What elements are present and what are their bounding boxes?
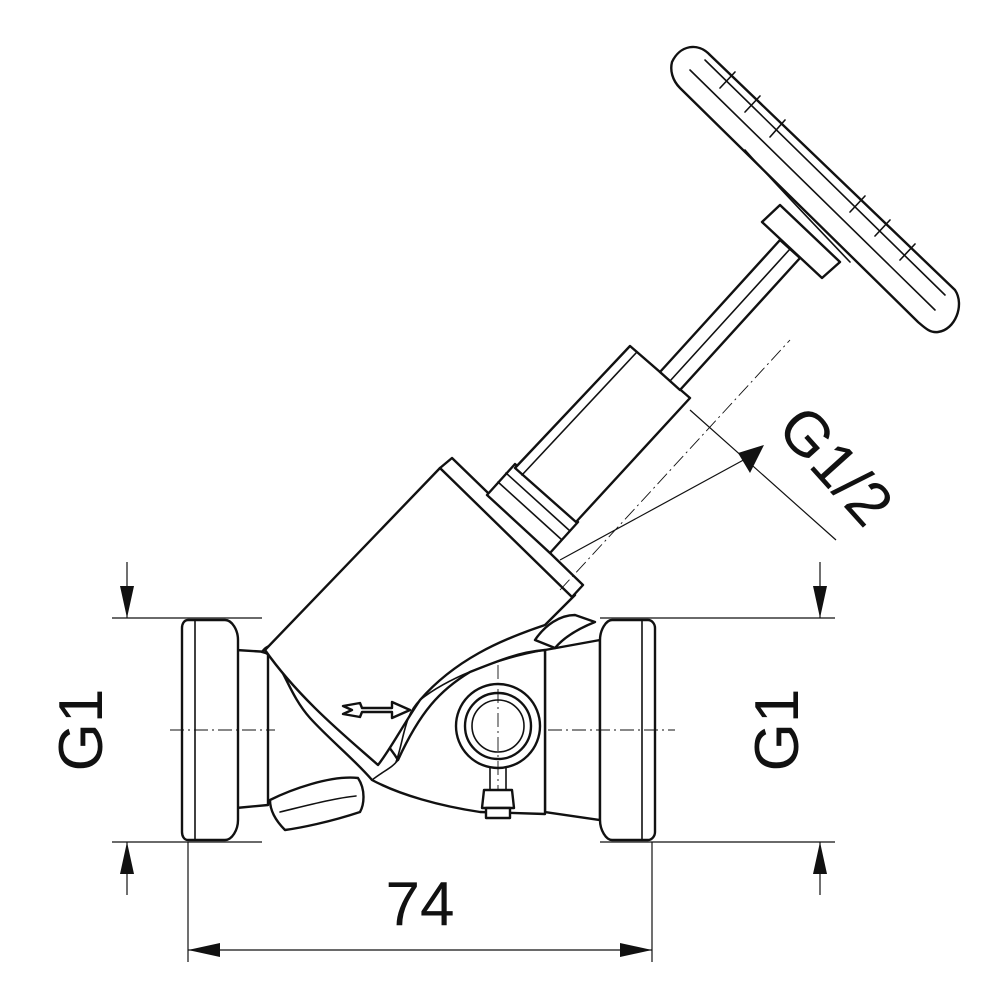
arrowhead-left-bottom <box>120 842 134 874</box>
dim-right-port: G1 <box>743 689 812 772</box>
centerlines <box>170 339 791 790</box>
dimension-arrowheads <box>120 445 827 957</box>
dim-bonnet-thread: G1/2 <box>765 393 906 539</box>
dim-left-port: G1 <box>47 689 116 772</box>
drain-plug <box>268 776 365 832</box>
arrowhead-right-top <box>813 586 827 618</box>
arrowhead-thread <box>738 445 764 473</box>
left-flange <box>180 618 240 842</box>
arrowhead-right-bottom <box>813 842 827 874</box>
handwheel <box>670 45 961 334</box>
dim-overall-length: 74 <box>386 870 455 939</box>
hex-nut <box>485 462 580 555</box>
bonnet-sleeve <box>513 344 692 524</box>
valve-stem <box>658 238 802 392</box>
arrowhead-length-left <box>188 943 220 957</box>
arrowhead-left-top <box>120 586 134 618</box>
flow-direction-arrow-icon <box>341 700 412 720</box>
arrowhead-length-right <box>620 943 652 957</box>
stem-collar <box>760 203 842 280</box>
